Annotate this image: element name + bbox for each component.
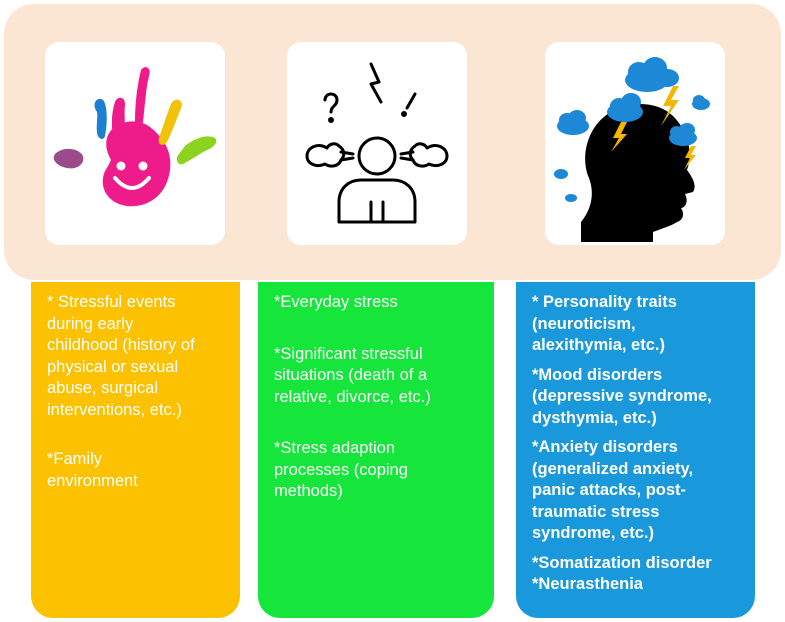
stressed-person-tile (287, 42, 467, 245)
handprint-icon (53, 67, 217, 207)
handprint-tile (45, 42, 225, 245)
column-item: *Stress adaption processes (coping metho… (274, 439, 408, 500)
column-item: *Significant stressful situations (death… (274, 344, 431, 406)
column-item: *Family environment (47, 450, 138, 490)
column-item: *Anxiety disorders (generalized anxiety,… (532, 438, 694, 542)
head-storm-tile (545, 42, 725, 245)
column-item: * Personality traits (neuroticism, alexi… (532, 293, 677, 354)
column-item: * Stressful events during early childhoo… (47, 293, 195, 419)
column-early-life: * Stressful events during early childhoo… (31, 282, 240, 618)
column-item: *Mood disorders (depressive syndrome, dy… (532, 365, 712, 427)
column-item: *Everyday stress (274, 293, 398, 311)
column-item: *Somatization disorder *Neurasthenia (532, 553, 712, 594)
column-stress: *Everyday stress *Significant stressful … (258, 282, 494, 618)
head-storm-clouds-icon (554, 57, 710, 242)
stressed-person-icon (305, 62, 449, 224)
column-psychiatric: * Personality traits (neuroticism, alexi… (516, 282, 755, 618)
